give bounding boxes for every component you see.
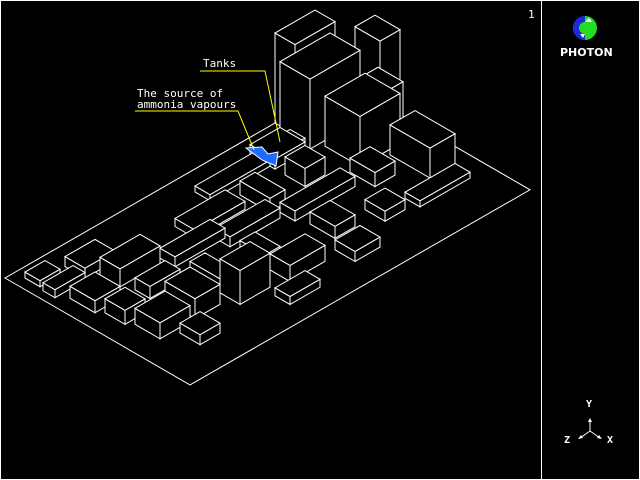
- building-roof: [68, 271, 122, 302]
- building-roof: [173, 189, 247, 231]
- building-roof: [268, 233, 327, 267]
- ground-plate: [3, 82, 532, 386]
- axis-y-label: Y: [586, 399, 593, 410]
- axis-triad: Y Z X: [560, 398, 620, 450]
- building-roof: [103, 286, 147, 311]
- source-leader-line: [135, 110, 255, 151]
- source-label-line2: ammonia vapours: [137, 98, 237, 111]
- page-number: 1: [528, 8, 535, 21]
- building-roof: [278, 32, 362, 80]
- panel-divider: [541, 0, 542, 480]
- tanks-leader-line: [200, 70, 281, 143]
- building-roof: [98, 233, 162, 270]
- building-roof: [158, 218, 227, 258]
- building-roof: [278, 167, 357, 212]
- tanks-label: Tanks: [203, 57, 237, 70]
- axis-z-label: Z: [564, 435, 571, 446]
- logo-text: PHOTON: [560, 46, 613, 59]
- building-roof: [273, 270, 322, 298]
- building-roof: [218, 241, 272, 271]
- axis-x-label: X: [607, 435, 614, 446]
- building-roof: [23, 259, 62, 282]
- building-roof: [273, 9, 337, 46]
- building-roof: [403, 162, 472, 202]
- building-roof: [41, 264, 87, 291]
- building-roof: [163, 266, 222, 300]
- building-roof: [283, 144, 327, 170]
- building-roof: [238, 171, 287, 199]
- photon-logo: PHOTON: [560, 14, 613, 59]
- building-roof: [133, 259, 182, 288]
- building-roof: [363, 187, 407, 212]
- source-label-line1: The source of: [137, 87, 224, 100]
- building-roof: [308, 199, 357, 227]
- building-roof: [178, 311, 222, 336]
- building-roof: [388, 110, 457, 149]
- building-roof: [348, 146, 397, 174]
- building-roof: [333, 224, 382, 252]
- axis-arrows-icon: [578, 418, 602, 439]
- photon-logo-icon: [573, 16, 597, 40]
- building-roof: [133, 290, 192, 324]
- building-roof: [353, 14, 402, 42]
- building-roof: [323, 72, 402, 117]
- ammonia-source-area[interactable]: [244, 146, 279, 167]
- buildings-group: [3, 9, 532, 386]
